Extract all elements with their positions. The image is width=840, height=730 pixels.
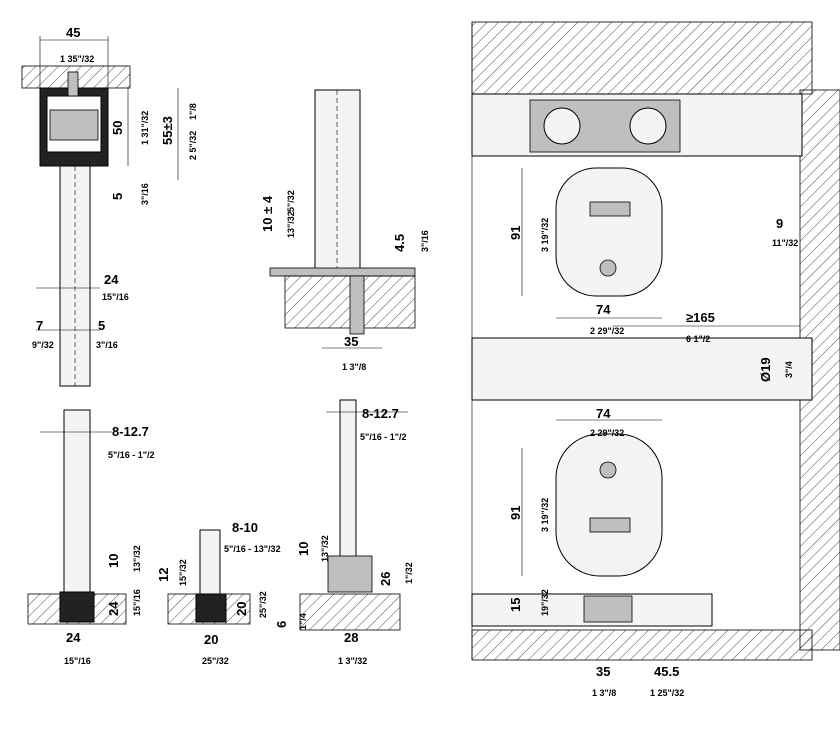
v3-mid-label: 24	[106, 601, 121, 616]
v2-height-frac2: 5"/32	[286, 190, 296, 212]
v5-base-label: 28	[344, 630, 358, 645]
v3-top-frac: 13"/32	[132, 545, 142, 572]
floor-guide	[269, 267, 416, 277]
v4-right-frac: 25"/32	[258, 591, 268, 618]
r-min-frac: 6 1"/2	[686, 334, 710, 344]
v1-height-frac: 1 31"/32	[140, 111, 150, 145]
r-height-label: 91	[508, 226, 523, 240]
bracket-hole	[599, 259, 617, 277]
v1-width-frac: 1 35"/32	[60, 54, 94, 64]
v4-left-frac: 15"/32	[178, 559, 188, 586]
door-top-rail	[471, 337, 813, 401]
r2-width-label: 74	[596, 406, 611, 421]
floor-guide-right	[583, 595, 633, 623]
v2-height-frac1: 13"/32	[286, 211, 296, 238]
v4-glass-label: 8-10	[232, 520, 258, 535]
v1-gap-frac: 3"/16	[140, 183, 150, 205]
v3-bottom-frac: 15"/16	[64, 656, 91, 666]
r-min-label: ≥165	[686, 310, 715, 325]
v5-base-frac: 1 3"/32	[338, 656, 367, 666]
v1-total-frac2: 2 5"/32	[188, 131, 198, 160]
v3-bottom-label: 24	[66, 630, 81, 645]
screw	[67, 71, 79, 97]
bracket-upper	[555, 167, 663, 297]
v5-guide-frac: 1"/32	[404, 562, 414, 584]
u-channel-3	[59, 591, 95, 623]
r-side-label: 9	[776, 216, 783, 231]
bracket-hole-lower	[599, 461, 617, 479]
u-channel-4	[195, 593, 227, 623]
v3-glass-frac: 5"/16 - 1"/2	[108, 450, 155, 460]
view-2-floor-guide	[269, 89, 416, 349]
r2-a-label: 35	[596, 664, 610, 679]
r-dia-frac: 3"/4	[784, 361, 794, 378]
v4-left-label: 12	[156, 568, 171, 582]
v5-top-label: 10	[296, 542, 311, 556]
v1-glass-label: 24	[104, 272, 119, 287]
r2-width-frac: 2 29"/32	[590, 428, 624, 438]
view-4-small-channel	[167, 529, 251, 625]
v1-height-label: 50	[110, 121, 125, 135]
v1-width-label: 45	[66, 25, 80, 40]
anchor-screw	[349, 275, 365, 335]
v4-glass-frac: 5"/16 - 13"/32	[224, 544, 281, 554]
v1-right-label: 5	[98, 318, 105, 333]
r2-a-frac: 1 3"/8	[592, 688, 616, 698]
v2-height-label: 10 ± 4	[260, 195, 275, 232]
bracket-slot-lower	[589, 517, 631, 533]
r2-height-label: 91	[508, 506, 523, 520]
r2-bottom-label: 15	[508, 598, 523, 612]
v3-top-label: 10	[106, 554, 121, 568]
v3-glass-label: 8-12.7	[112, 424, 149, 439]
v5-top-frac: 13"/32	[320, 535, 330, 562]
v1-right-frac: 3"/16	[96, 340, 118, 350]
right-panel-elevation	[471, 21, 840, 661]
v1-total-frac1: 1"/8	[188, 103, 198, 120]
carriage-wheel	[49, 109, 99, 141]
v1-total-label: 55±3	[160, 116, 175, 145]
wheel-right	[629, 107, 667, 145]
v2-base-label: 35	[344, 334, 358, 349]
r-width-frac: 2 29"/32	[590, 326, 624, 336]
r2-height-frac: 3 19"/32	[540, 498, 550, 532]
v2-floor-label: 4.5	[392, 234, 407, 252]
floor-hatch-5	[299, 593, 401, 631]
r-side-frac: 11"/32	[772, 238, 798, 248]
floor-hatch-right	[471, 629, 813, 661]
v2-base-frac: 1 3"/8	[342, 362, 366, 372]
door-panel-3	[63, 409, 91, 596]
v2-floor-frac: 3"/16	[420, 230, 430, 252]
r2-b-frac: 1 25"/32	[650, 688, 684, 698]
r-height-frac: 3 19"/32	[540, 218, 550, 252]
view-1-ceiling-track	[21, 36, 179, 387]
r-width-label: 74	[596, 302, 611, 317]
glass-door	[314, 89, 361, 271]
v4-bottom-label: 20	[204, 632, 218, 647]
ceiling-hatch-right	[471, 21, 813, 95]
v5-guide-label: 26	[378, 572, 393, 586]
v4-right-label: 20	[234, 602, 249, 616]
v1-gap-label: 5	[110, 193, 125, 200]
v5-floor-frac: 1"/4	[298, 613, 308, 630]
guide-block	[327, 555, 373, 593]
v5-glass-frac: 5"/16 - 1"/2	[360, 432, 407, 442]
v1-left-frac: 9"/32	[32, 340, 54, 350]
r-dia-label: Ø19	[758, 357, 773, 382]
wheel-left	[543, 107, 581, 145]
r2-b-label: 45.5	[654, 664, 679, 679]
view-3-floor-channel	[27, 409, 127, 625]
bracket-lower	[555, 433, 663, 577]
v5-glass-label: 8-12.7	[362, 406, 399, 421]
v4-bottom-frac: 25"/32	[202, 656, 229, 666]
bracket-slot	[589, 201, 631, 217]
v5-floor-label: 6	[274, 621, 289, 628]
view-5-floor-guide	[299, 399, 408, 631]
r2-bottom-frac: 19"/32	[540, 589, 550, 616]
v3-mid-frac: 15"/16	[132, 589, 142, 616]
v1-glass-frac: 15"/16	[102, 292, 129, 302]
v1-left-label: 7	[36, 318, 43, 333]
